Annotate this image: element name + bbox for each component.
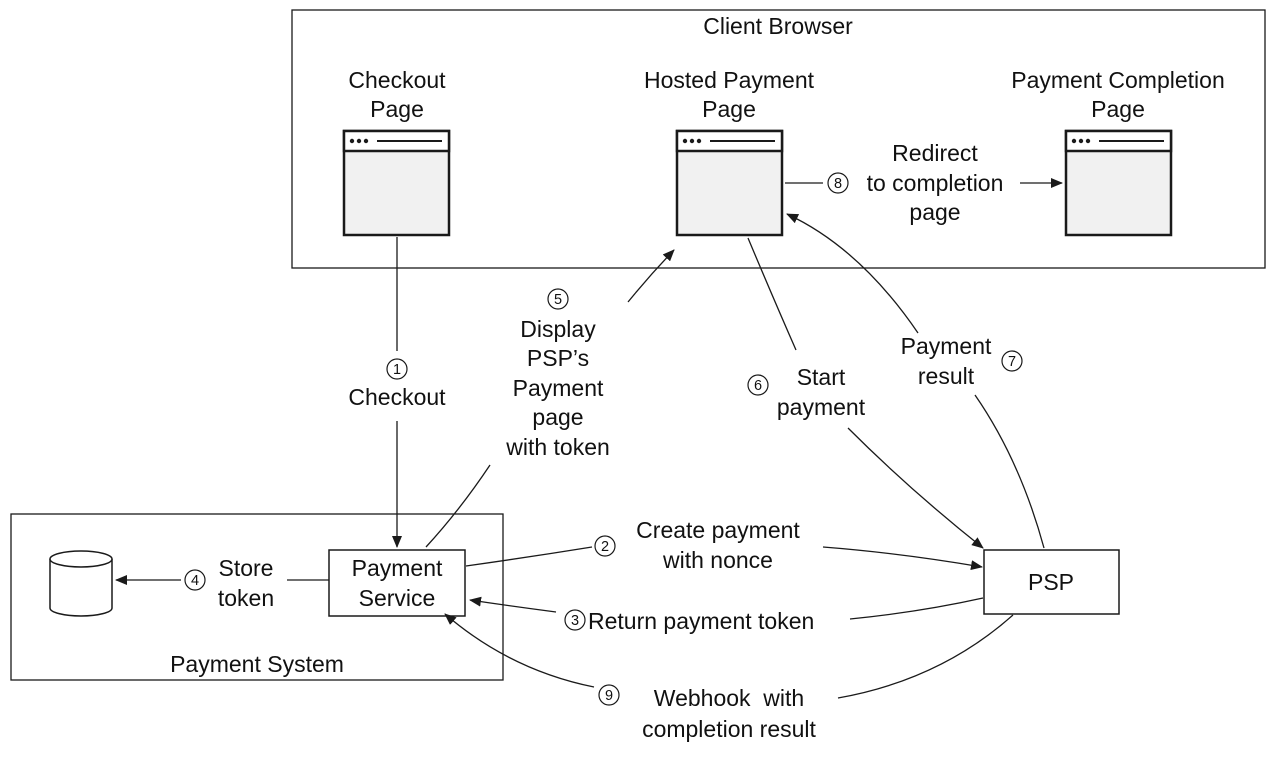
step-8-label-line2: to completion (867, 170, 1004, 196)
step-2-marker (594, 535, 616, 557)
step-3-number: 3 (571, 613, 579, 629)
step-6-marker (747, 374, 769, 396)
step-6-label-line2: payment (777, 394, 866, 420)
step-5-number: 5 (554, 292, 562, 308)
step-7-label-line2: result (918, 363, 975, 389)
step-4-marker (184, 569, 206, 591)
edge-return-token-right (849, 597, 984, 620)
step-7-payment-result: Payment result 7 (901, 333, 1023, 389)
edge-return-token-left (469, 596, 557, 613)
step-6-number: 6 (754, 378, 762, 394)
step-4-label-line1: Store (219, 555, 274, 581)
payment-completion-page-label-line2: Page (1091, 96, 1145, 122)
step-4-number: 4 (191, 573, 199, 589)
step-9-webhook: 9 Webhook with completion result (598, 684, 817, 742)
client-browser-group: Client Browser (291, 9, 1266, 269)
step-8-label-line1: Redirect (892, 140, 978, 166)
step-1-checkout: 1 Checkout (348, 358, 446, 410)
step-6-start-payment: 6 Start payment (747, 364, 866, 420)
step-5-marker (547, 288, 569, 310)
payment-completion-page-window (1064, 129, 1173, 237)
hosted-payment-page-label-line2: Page (702, 96, 756, 122)
step-5-label-line3: Payment (513, 375, 604, 401)
checkout-page-window (342, 129, 451, 237)
step-2-label-line1: Create payment (636, 517, 800, 543)
edge-start-payment-upper (747, 237, 797, 351)
step-4-label-line2: token (218, 585, 274, 611)
step-8-marker (827, 172, 849, 194)
step-7-label-line1: Payment (901, 333, 992, 359)
step-5-label-line5: with token (505, 434, 610, 460)
payment-system-frame (10, 513, 504, 681)
edge-payment-result-lower (974, 394, 1045, 549)
edge-display-page-upper (627, 249, 675, 303)
step-3-marker (564, 609, 586, 631)
payment-service-label-line2: Service (359, 585, 436, 611)
step-2-number: 2 (601, 539, 609, 555)
step-9-label-line1: Webhook with (654, 685, 804, 711)
client-browser-title: Client Browser (703, 13, 853, 39)
step-3-return-token: 3 Return payment token (564, 608, 814, 634)
step-9-marker (598, 684, 620, 706)
edge-create-payment-right (822, 546, 983, 571)
step-1-number: 1 (393, 362, 401, 378)
step-3-label: Return payment token (588, 608, 814, 634)
step-6-label-line1: Start (797, 364, 846, 390)
step-4-store-token: 4 Store token (184, 555, 274, 611)
step-2-create-payment: 2 Create payment with nonce (594, 517, 800, 573)
checkout-page-label-line2: Page (370, 96, 424, 122)
step-9-label-line2: completion result (642, 716, 816, 742)
edge-payment-result-upper (786, 213, 919, 334)
hosted-payment-page-window (675, 129, 784, 237)
edge-create-payment-left (465, 546, 593, 567)
browser-window-icon (342, 129, 451, 237)
database-cylinder-icon (49, 550, 113, 617)
browser-window-icon (1064, 129, 1173, 237)
step-8-redirect: 8 Redirect to completion page (827, 140, 1004, 225)
step-9-number: 9 (605, 688, 613, 704)
browser-window-icon (675, 129, 784, 237)
psp-node: PSP (983, 549, 1120, 615)
checkout-page-label-line1: Checkout (348, 67, 446, 93)
step-5-label-line2: PSP’s (527, 345, 589, 371)
hosted-payment-page-label-line1: Hosted Payment (644, 67, 815, 93)
payment-service-label-line1: Payment (352, 555, 443, 581)
edge-webhook-right (837, 614, 1014, 699)
step-8-number: 8 (834, 176, 842, 192)
edge-webhook-left (444, 613, 595, 688)
step-7-number: 7 (1008, 354, 1016, 370)
step-5-display-page: 5 Display PSP’s Payment page with token (505, 288, 610, 460)
edge-start-payment-lower (847, 427, 984, 549)
step-8-label-line3: page (909, 199, 960, 225)
payment-completion-page-label-line1: Payment Completion (1011, 67, 1225, 93)
step-5-label-line1: Display (520, 316, 596, 342)
payment-system-group: Payment System (10, 513, 504, 681)
client-browser-frame (291, 9, 1266, 269)
payment-service-node: Payment Service (328, 549, 466, 617)
psp-label: PSP (1028, 569, 1074, 595)
edge-display-page-lower (425, 464, 491, 548)
step-7-marker (1001, 350, 1023, 372)
step-2-label-line2: with nonce (662, 547, 773, 573)
step-5-label-line4: page (532, 404, 583, 430)
step-1-label: Checkout (348, 384, 446, 410)
step-1-marker (386, 358, 408, 380)
payment-system-title: Payment System (170, 651, 344, 677)
